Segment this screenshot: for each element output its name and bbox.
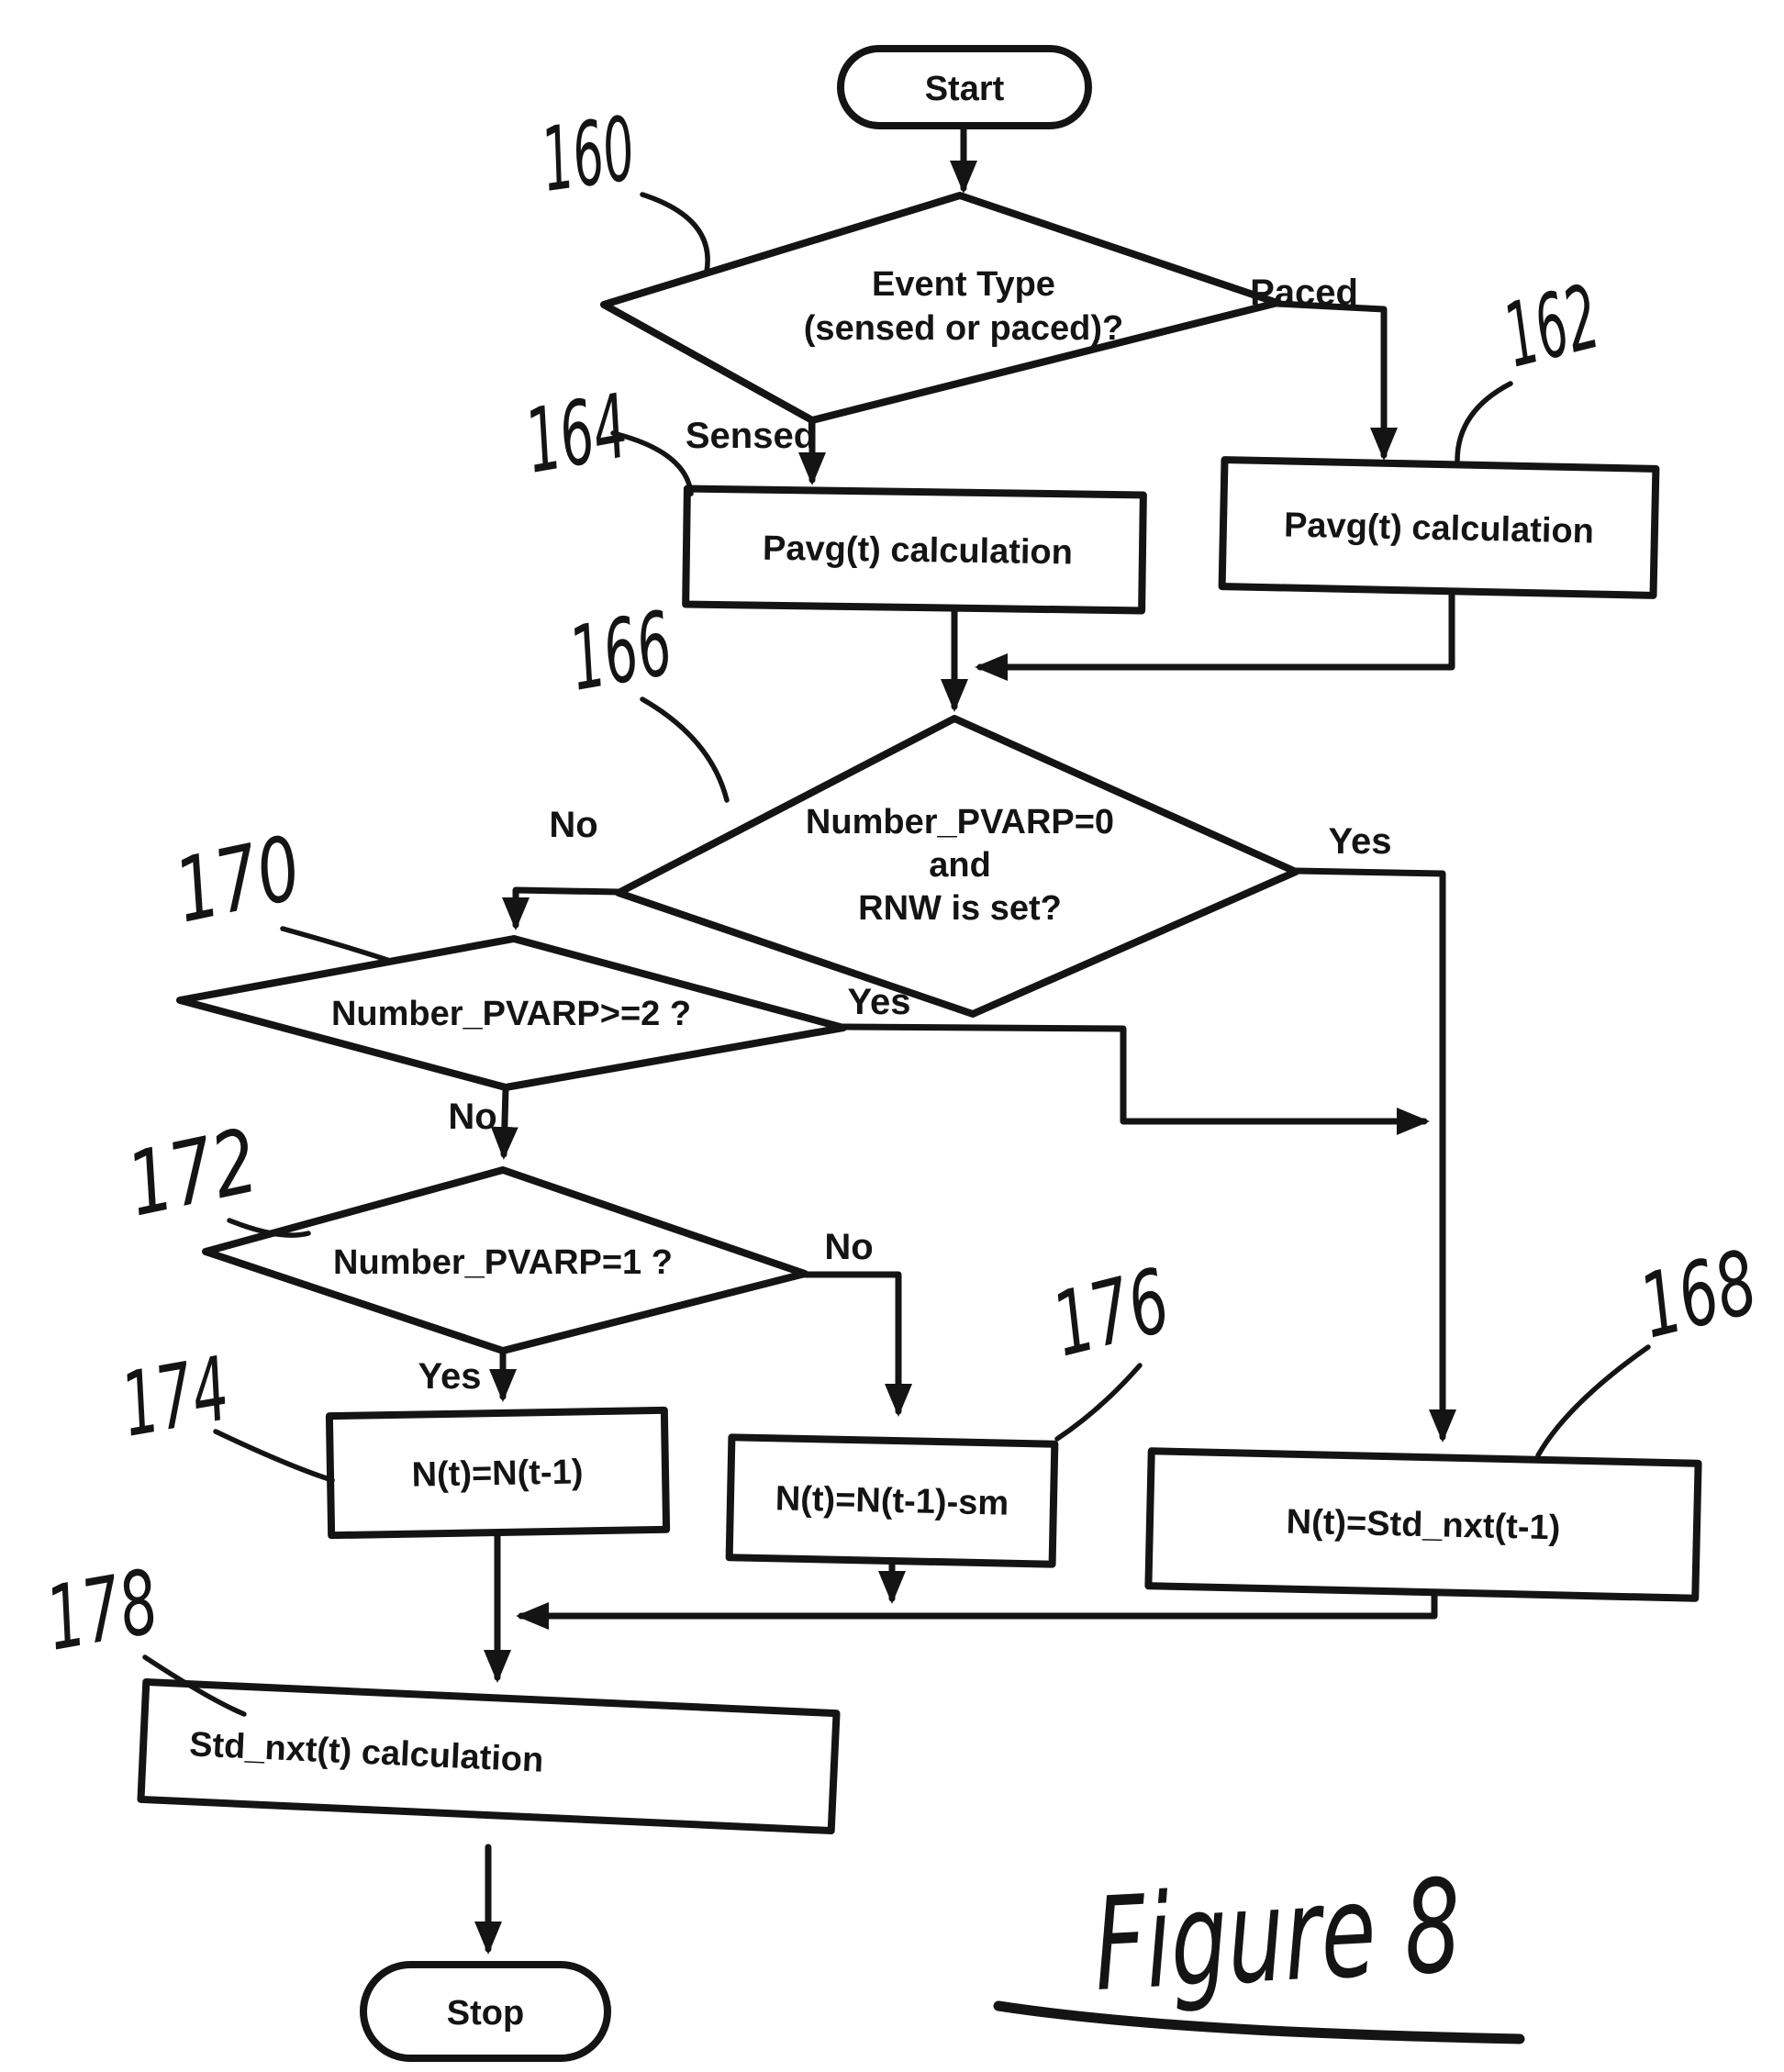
decision-pvarp-eq1-shape [202, 1166, 808, 1354]
ref-170: 170 [166, 817, 396, 964]
ref-178-number: 178 [39, 1551, 166, 1671]
process-pavg-paced-shape [1218, 456, 1660, 599]
process-n-keep-shape [325, 1406, 671, 1540]
process-n-std-label: N(t)=Std_nxt(t-1) [1286, 1503, 1561, 1548]
decision-pvarp0-line3: RNW is set? [858, 889, 1062, 928]
decision-event-type-line1: Event Type [872, 265, 1055, 304]
process-n-std-shape [1144, 1447, 1702, 1602]
edge-n-std-to-merge [516, 1589, 1438, 1630]
ref-168: 168 [1535, 1231, 1767, 1458]
process-pavg-sensed: Pavg(t) calculation [682, 485, 1147, 615]
edge-label-paced: Paced [1250, 273, 1358, 313]
process-n-std: N(t)=Std_nxt(t-1) [1144, 1447, 1702, 1602]
start-node: Start [837, 45, 1092, 129]
figure-caption-text: Figure 8 [1090, 1852, 1465, 2021]
edge-pvarp-eq1-no-to-n-minus-sm [801, 1271, 912, 1417]
ref-160: 160 [536, 97, 710, 274]
process-std-calc-shape [137, 1678, 841, 1835]
ref-166-number: 166 [563, 592, 680, 710]
ref-178-leader [142, 1654, 247, 1717]
figure-caption-underline [993, 2000, 1525, 2044]
ref-166-leader [640, 696, 730, 803]
ref-176-number: 176 [1043, 1249, 1178, 1376]
ref-162: 162 [1455, 265, 1609, 463]
edge-pvarp-ge2-yes-join [840, 1023, 1430, 1135]
ref-164: 164 [518, 374, 694, 496]
edge-pvarp0-yes-to-n-std [1292, 867, 1456, 1443]
process-n-keep: N(t)=N(t-1) [325, 1406, 671, 1540]
edge-label-ge2-yes: Yes [848, 982, 911, 1022]
ref-162-number: 162 [1494, 265, 1608, 387]
edge-pvarp-ge2-no-to-pvarp-eq1 [490, 1085, 518, 1160]
ref-168-number: 168 [1630, 1231, 1766, 1358]
ref-176-leader [1054, 1363, 1143, 1442]
ref-174-number: 174 [115, 1337, 237, 1456]
ref-164-leader [610, 430, 694, 496]
ref-160-number: 160 [536, 97, 641, 212]
ref-162-leader [1455, 381, 1513, 463]
decision-pvarp0-shape [615, 715, 1299, 1018]
process-std-calc-label: Std_nxt(t) calculation [188, 1725, 544, 1779]
decision-event-type: Event Type (sensed or paced)? [600, 192, 1281, 424]
decision-event-type-shape [600, 192, 1281, 424]
decision-event-type-line2: (sensed or paced)? [804, 309, 1123, 348]
decision-pvarp-ge2-label: Number_PVARP>=2 ? [331, 995, 691, 1033]
edge-label-sensed: Sensed [686, 416, 816, 456]
start-label: Start [925, 70, 1005, 108]
decision-pvarp-ge2: Number_PVARP>=2 ? [176, 935, 847, 1091]
edge-label-eq1-yes: Yes [418, 1356, 482, 1397]
edge-pvarp0-no-to-pvarp-ge2 [502, 886, 622, 930]
edge-event-type-paced-to-pavg [1274, 300, 1398, 461]
process-pavg-paced-label: Pavg(t) calculation [1284, 506, 1595, 551]
ref-166: 166 [563, 592, 730, 803]
edge-label-ge2-no: No [448, 1097, 496, 1137]
ref-170-number: 170 [166, 817, 308, 943]
process-n-minus-sm-label: N(t)=N(t-1)-sm [775, 1479, 1009, 1522]
process-std-calc: Std_nxt(t) calculation [137, 1678, 841, 1835]
decision-pvarp0: Number_PVARP=0 and RNW is set? [615, 715, 1299, 1018]
process-pavg-paced: Pavg(t) calculation [1218, 456, 1660, 599]
process-n-keep-label: N(t)=N(t-1) [411, 1453, 584, 1494]
figure-caption: Figure 8 [993, 1852, 1525, 2044]
process-pavg-sensed-label: Pavg(t) calculation [763, 529, 1073, 573]
ref-160-leader [640, 192, 710, 274]
edge-label-pvarp0-no: No [549, 805, 597, 845]
ref-172-leader [227, 1218, 311, 1238]
start-node-shape [837, 45, 1092, 129]
decision-pvarp-eq1-label: Number_PVARP=1 ? [333, 1243, 673, 1282]
ref-174: 174 [115, 1337, 335, 1483]
ref-170-leader [280, 926, 396, 964]
stop-node: Stop [360, 1961, 611, 2062]
ref-168-leader [1535, 1344, 1651, 1458]
ref-172: 172 [118, 1109, 311, 1238]
ref-176: 176 [1043, 1249, 1179, 1442]
stop-node-shape [360, 1961, 611, 2062]
process-pavg-sensed-shape [682, 485, 1147, 615]
edge-pavg-paced-to-merge [975, 589, 1455, 681]
ref-174-leader [213, 1429, 335, 1483]
stop-label: Stop [447, 1994, 524, 2033]
decision-pvarp-ge2-shape [176, 935, 847, 1091]
edge-label-eq1-no: No [824, 1227, 873, 1267]
decision-pvarp0-line1: Number_PVARP=0 [806, 803, 1114, 841]
process-n-minus-sm: N(t)=N(t-1)-sm [725, 1433, 1059, 1568]
edge-label-pvarp0-yes: Yes [1329, 821, 1392, 862]
decision-pvarp-eq1: Number_PVARP=1 ? [202, 1166, 808, 1354]
decision-pvarp0-line2: and [929, 846, 991, 885]
process-n-minus-sm-shape [725, 1433, 1059, 1568]
ref-178: 178 [39, 1551, 247, 1717]
ref-172-number: 172 [118, 1109, 265, 1237]
